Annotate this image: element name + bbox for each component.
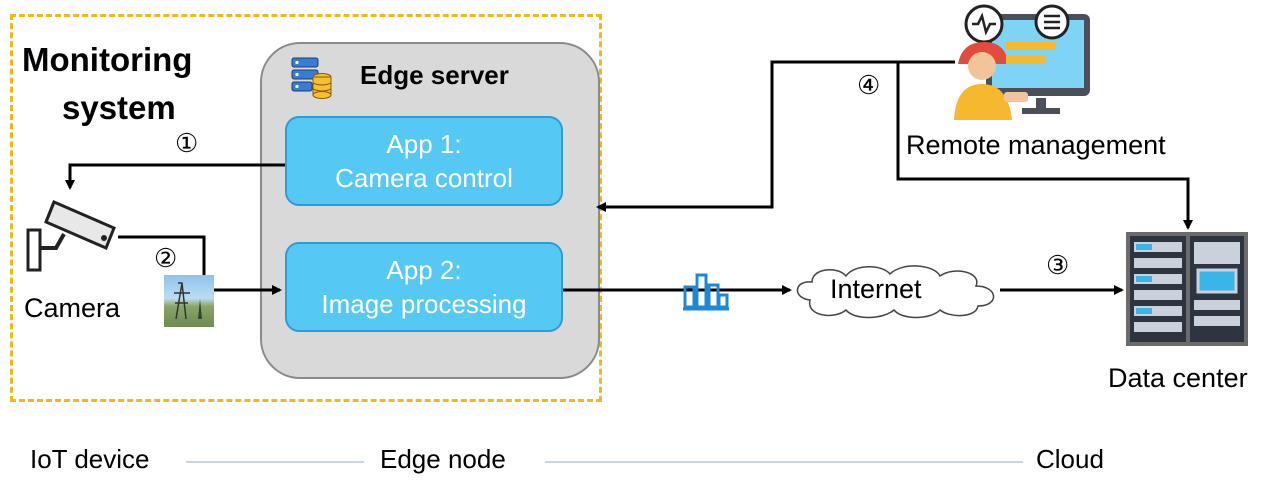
app2-line2: Image processing (321, 289, 527, 319)
arrow-remote-to-edge (596, 60, 955, 212)
app2-image-processing: App 2: Image processing (285, 242, 563, 332)
app1-line2: Camera control (335, 163, 513, 193)
server-database-icon (290, 55, 334, 99)
app1-line1: App 1: (386, 129, 462, 159)
security-camera-icon (24, 196, 120, 276)
app2-line1: App 2: (386, 255, 462, 285)
data-bars-icon (683, 271, 729, 311)
monitoring-title-line1: Monitoring (22, 41, 193, 78)
tier-cloud: Cloud (1036, 444, 1104, 474)
data-center-icon (1124, 230, 1250, 348)
monitoring-title-line2: system (62, 89, 176, 126)
remote-management-label: Remote management (906, 130, 1166, 160)
step-3-marker: ③ (1046, 250, 1070, 280)
internet-label: Internet (830, 274, 922, 304)
internet-cloud: Internet (790, 262, 1002, 320)
app1-camera-control: App 1: Camera control (285, 116, 563, 206)
arrow-remote-to-datacenter (896, 62, 1193, 230)
tier-edge-node: Edge node (380, 444, 506, 474)
remote-management-icon (944, 2, 1094, 124)
edge-server-title: Edge server (360, 60, 509, 90)
arrow-app1-to-camera (65, 163, 285, 190)
tier-iot-device: IoT device (30, 444, 150, 474)
camera-label: Camera (24, 293, 121, 323)
step-2-marker: ② (154, 243, 178, 273)
step-1-marker: ① (175, 128, 199, 158)
image-thumbnail (164, 275, 214, 327)
step-4-marker: ④ (857, 70, 881, 100)
arrow-camera-to-app2 (118, 235, 282, 295)
monitoring-system-title: Monitoring system (22, 36, 222, 132)
data-center-label: Data center (1108, 363, 1248, 393)
